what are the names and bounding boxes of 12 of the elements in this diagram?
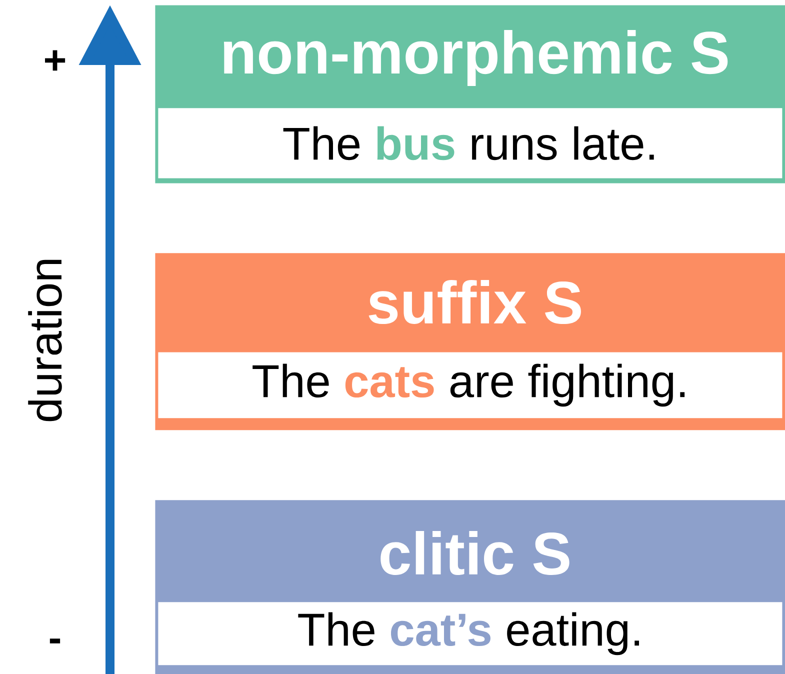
sentence-box: The bus runs late.: [158, 108, 782, 178]
label-box: [155, 253, 785, 430]
sentence-box: The cats are fighting.: [158, 352, 782, 418]
heading-text: non-morphemic S: [224, 30, 728, 86]
scale-sign: -: [50, 638, 60, 644]
scale-sign: +: [45, 50, 66, 71]
sentence-box: The cat’s eating.: [158, 602, 782, 666]
heading-text: clitic S: [380, 530, 570, 575]
axis-label: duration: [28, 260, 62, 422]
heading-text: suffix S: [368, 280, 581, 324]
label-box: [155, 500, 785, 674]
label-box: [155, 5, 785, 184]
